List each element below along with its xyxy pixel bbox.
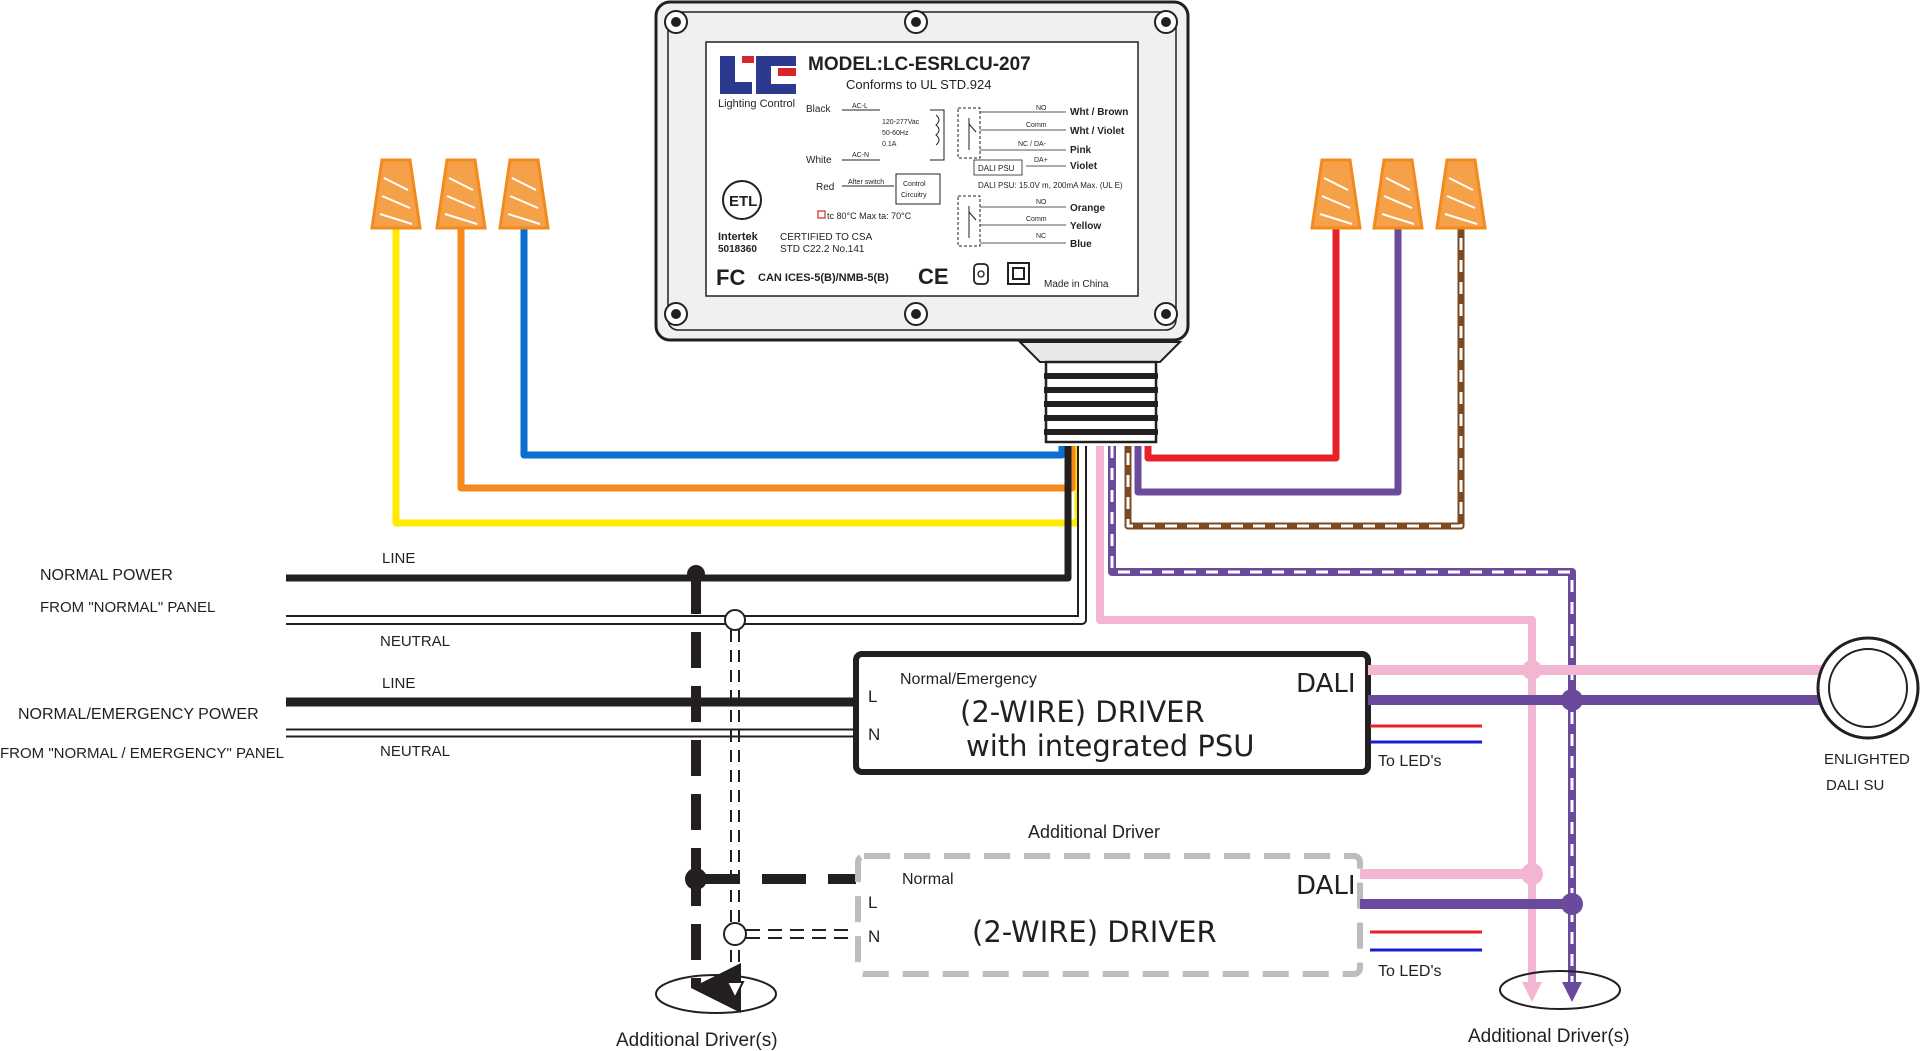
relay1-psu-box: DALI PSU xyxy=(978,164,1015,173)
relay1-comm: Comm xyxy=(1026,122,1047,129)
fcc-mark-icon: FC xyxy=(716,265,745,290)
relay1-out-4: Violet xyxy=(1070,161,1098,172)
svg-text:FC: FC xyxy=(716,265,745,290)
normal-power-from: FROM "NORMAL" PANEL xyxy=(40,599,215,616)
relay1-nc: NC / DA- xyxy=(1018,141,1047,148)
conduit-nipple xyxy=(1044,360,1158,444)
driver1-subtitle: with integrated PSU xyxy=(966,729,1254,763)
emergency-power-label: NORMAL/EMERGENCY POWER xyxy=(18,706,259,723)
wire-white-label: White xyxy=(806,155,832,166)
relay-device: Lighting Control MODEL:LC-ESRLCU-207 Con… xyxy=(654,0,1190,444)
additional-drivers-left: Additional Driver(s) xyxy=(616,1030,778,1051)
sensor-label-2: DALI SU xyxy=(1826,777,1884,794)
driver-additional: Additional Driver Normal (2-WIRE) DRIVER… xyxy=(855,822,1482,980)
rating-1: 120-277Vac xyxy=(882,119,920,126)
double-insulation-icon xyxy=(1007,262,1030,285)
relay1-out-2: Wht / Violet xyxy=(1070,126,1125,137)
normal-power-label: NORMAL POWER xyxy=(40,567,173,584)
psu-note: DALI PSU: 15.0V m, 200mA Max. (UL E) xyxy=(978,181,1123,190)
relay1-da: DA+ xyxy=(1034,157,1048,164)
line-label-1: LINE xyxy=(382,550,415,567)
logo-caption: Lighting Control xyxy=(718,98,795,110)
wire-nut-icon xyxy=(370,158,1487,230)
ce-mark: CE xyxy=(918,264,949,289)
wire-violet xyxy=(1134,228,1402,496)
driver1-to-leds: To LED's xyxy=(1378,753,1442,770)
driver2-mode: Normal xyxy=(902,871,954,888)
relay2-out-2: Yellow xyxy=(1070,221,1101,232)
intertek-number: 5018360 xyxy=(718,244,757,255)
dali-sensor-icon xyxy=(1816,636,1920,740)
driver2-l: L xyxy=(868,893,877,912)
relay2-nc: NC xyxy=(1036,233,1046,240)
additional-drivers-right: Additional Driver(s) xyxy=(1468,1026,1630,1047)
temp-rating: tc 80°C Max ta: 70°C xyxy=(827,211,912,221)
dali-bus xyxy=(1360,660,1824,1002)
driver1-l: L xyxy=(868,687,877,706)
device-wires xyxy=(286,228,1576,990)
intertek-label: Intertek xyxy=(718,231,759,243)
driver2-dali: DALI xyxy=(1296,871,1356,901)
lc-logo xyxy=(720,56,796,94)
wire-black xyxy=(286,446,1072,582)
neutral-label-1: NEUTRAL xyxy=(380,633,450,650)
device-model: MODEL:LC-ESRLCU-207 xyxy=(808,54,1031,75)
relay1-out-3: Pink xyxy=(1070,145,1092,156)
sensor-label-1: ENLIGHTED xyxy=(1824,751,1910,768)
ac-n-label: AC-N xyxy=(852,152,869,159)
after-switch-label: After switch xyxy=(848,179,884,186)
wire-pink xyxy=(1096,446,1536,990)
emergency-power-from: FROM "NORMAL / EMERGENCY" PANEL xyxy=(0,745,284,762)
power-feeds: NORMAL POWER FROM "NORMAL" PANEL NORMAL/… xyxy=(0,550,856,1013)
driver1-mode: Normal/Emergency xyxy=(900,671,1037,688)
driver1-dali: DALI xyxy=(1296,669,1356,699)
wire-red xyxy=(1144,228,1340,462)
driver1-title: (2-WIRE) DRIVER xyxy=(960,695,1205,729)
ices-label: CAN ICES-5(B)/NMB-5(B) xyxy=(758,272,889,284)
wire-white xyxy=(286,446,1087,625)
driver-primary: Normal/Emergency (2-WIRE) DRIVER with in… xyxy=(853,651,1482,775)
relay2-out-1: Orange xyxy=(1070,203,1105,214)
line-label-2: LINE xyxy=(382,675,415,692)
etl-mark-icon: ETL xyxy=(722,180,762,220)
additional-drivers-left-marker xyxy=(655,974,777,1014)
driver2-n: N xyxy=(868,927,880,946)
wire-black-label: Black xyxy=(806,104,831,115)
driver1-n: N xyxy=(868,725,880,744)
wire-red-label: Red xyxy=(816,182,834,193)
neutral-label-2: NEUTRAL xyxy=(380,743,450,760)
driver2-to-leds: To LED's xyxy=(1378,963,1442,980)
trash-bin-icon xyxy=(973,263,989,285)
ac-l-label: AC-L xyxy=(852,103,868,110)
relay2-out-3: Blue xyxy=(1070,239,1092,250)
wire-blue xyxy=(520,228,1066,459)
wire-orange xyxy=(457,228,1076,492)
rating-3: 0.1A xyxy=(882,141,897,148)
certified-1: CERTIFIED TO CSA xyxy=(780,232,873,243)
control-circuitry-2: Circuitry xyxy=(901,192,927,199)
relay1-no: NO xyxy=(1036,105,1047,112)
certified-2: STD C22.2 No.141 xyxy=(780,244,865,255)
control-circuitry-1: Control xyxy=(903,181,926,188)
relay1-out-1: Wht / Brown xyxy=(1070,107,1128,118)
relay2-no: NO xyxy=(1036,199,1047,206)
relay2-comm: Comm xyxy=(1026,216,1047,223)
made-in: Made in China xyxy=(1044,279,1109,290)
screw-icon xyxy=(664,10,1178,326)
rating-2: 50-60Hz xyxy=(882,130,909,137)
driver2-title: (2-WIRE) DRIVER xyxy=(972,915,1217,949)
svg-text:ETL: ETL xyxy=(729,193,757,210)
additional-drivers-right-marker xyxy=(1499,970,1621,1010)
device-conforms: Conforms to UL STD.924 xyxy=(846,77,991,92)
driver2-caption: Additional Driver xyxy=(1028,822,1160,842)
